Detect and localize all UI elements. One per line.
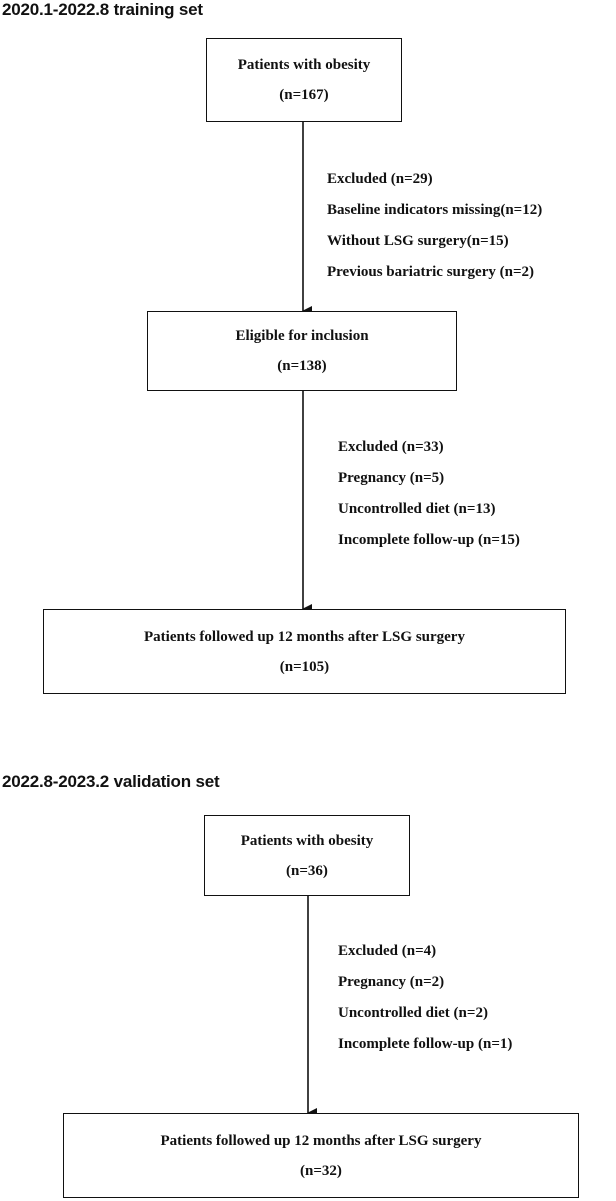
validation-followup-label: Patients followed up 12 months after LSG… xyxy=(160,1132,482,1149)
exclusion-line: Excluded (n=4) xyxy=(338,943,437,959)
training-followup-label: Patients followed up 12 months after LSG… xyxy=(144,628,465,645)
validation-set-title: 2022.8-2023.2 validation set xyxy=(2,772,220,791)
exclusion-line: Pregnancy (n=2) xyxy=(338,974,445,990)
exclusion-line: Pregnancy (n=5) xyxy=(338,470,445,486)
exclusion-line: Uncontrolled diet (n=2) xyxy=(338,1005,488,1021)
training-obesity-count: (n=167) xyxy=(279,87,329,103)
training-followup-box: Patients followed up 12 months after LSG… xyxy=(43,609,566,694)
training-eligible-count: (n=138) xyxy=(277,358,327,374)
exclusion-line: Without LSG surgery(n=15) xyxy=(327,233,509,249)
validation-obesity-box: Patients with obesity (n=36) xyxy=(204,815,410,896)
validation-obesity-count: (n=36) xyxy=(286,862,328,879)
validation-followup-count: (n=32) xyxy=(300,1162,342,1179)
training-eligible-label: Eligible for inclusion xyxy=(235,328,369,344)
exclusion-line: Incomplete follow-up (n=15) xyxy=(338,532,520,548)
training-eligible-box: Eligible for inclusion (n=138) xyxy=(147,311,457,391)
exclusion-line: Incomplete follow-up (n=1) xyxy=(338,1036,513,1052)
exclusion-line: Excluded (n=33) xyxy=(338,439,444,455)
training-obesity-label: Patients with obesity xyxy=(237,57,371,73)
validation-followup-box: Patients followed up 12 months after LSG… xyxy=(63,1113,579,1198)
training-set-title: 2020.1-2022.8 training set xyxy=(2,0,203,19)
exclusion-line: Baseline indicators missing(n=12) xyxy=(327,202,543,218)
training-obesity-box: Patients with obesity (n=167) xyxy=(206,38,402,122)
exclusion-line: Excluded (n=29) xyxy=(327,171,433,187)
validation-obesity-label: Patients with obesity xyxy=(240,832,374,849)
training-exclusion-2: Excluded (n=33) Pregnancy (n=5) Uncontro… xyxy=(338,432,520,556)
validation-exclusion: Excluded (n=4) Pregnancy (n=2) Uncontrol… xyxy=(338,936,512,1060)
exclusion-line: Uncontrolled diet (n=13) xyxy=(338,501,496,517)
exclusion-line: Previous bariatric surgery (n=2) xyxy=(327,264,534,280)
training-exclusion-1: Excluded (n=29) Baseline indicators miss… xyxy=(327,164,542,288)
training-followup-count: (n=105) xyxy=(279,658,330,675)
